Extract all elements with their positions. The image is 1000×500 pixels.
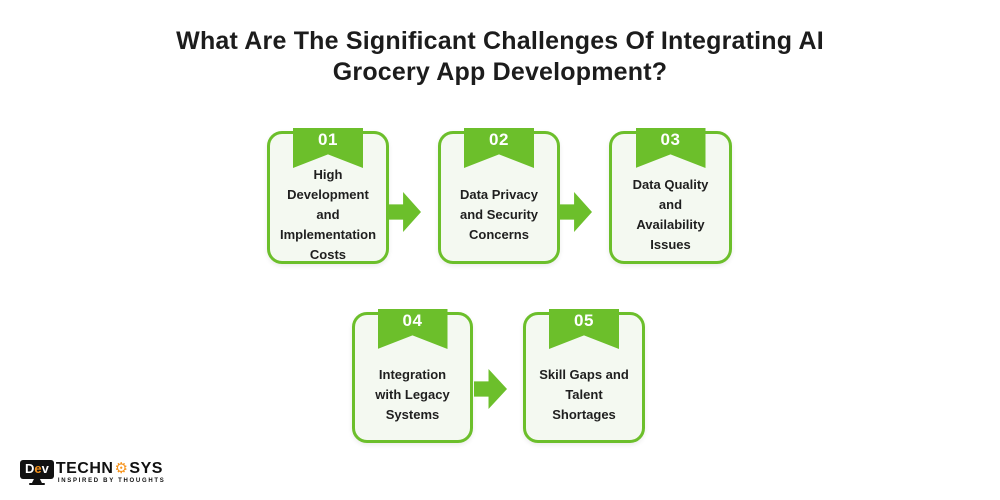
dev-technosys-logo: Dev TECHN⚙SYS INSPIRED BY THOUGHTS <box>20 460 165 485</box>
card-number: 02 <box>489 130 509 149</box>
challenge-card-02: 02 Data Privacy and Security Concerns <box>438 128 560 264</box>
card-label: Skill Gaps and Talent Shortages <box>539 366 629 422</box>
monitor-screen: Dev <box>20 460 54 479</box>
logo-letter: e <box>34 461 42 476</box>
card-number: 03 <box>660 130 681 149</box>
ribbon-badge: 01 <box>293 128 363 168</box>
card-number: 04 <box>402 311 423 330</box>
brand-tagline: INSPIRED BY THOUGHTS <box>57 478 166 484</box>
monitor-base <box>28 483 45 485</box>
ribbon-badge: 05 <box>549 309 619 349</box>
challenge-card-01: 01 High Development and Implementation C… <box>267 128 389 264</box>
brand-text-sys: SYS <box>129 460 163 477</box>
ribbon-badge: 04 <box>377 309 448 349</box>
ribbon-badge: 03 <box>635 128 706 168</box>
card-label: High Development and Implementation Cost… <box>279 166 377 262</box>
monitor-icon: Dev <box>20 460 54 485</box>
card-number: 01 <box>318 130 338 149</box>
card-label: Data Privacy and Security Concerns <box>459 186 539 242</box>
card-label: Data Quality and Availability Issues <box>632 176 709 252</box>
gear-icon: ⚙ <box>114 460 129 477</box>
challenge-card-05: 05 Skill Gaps and Talent Shortages <box>523 309 645 443</box>
logo-letter: D <box>25 461 35 476</box>
challenge-card-04: 04 Integration with Legacy Systems <box>352 309 473 443</box>
monitor-stand <box>31 479 42 483</box>
challenge-card-03: 03 Data Quality and Availability Issues <box>609 128 732 264</box>
brand-name: TECHN⚙SYS <box>56 460 166 477</box>
brand-text-techn: TECHN <box>55 460 114 477</box>
card-label: Integration with Legacy Systems <box>375 366 450 422</box>
logo-letter: v <box>41 461 49 476</box>
arrow-right-icon <box>389 192 421 232</box>
ribbon-badge: 02 <box>464 128 534 168</box>
arrow-right-icon <box>474 369 507 409</box>
card-number: 05 <box>574 311 594 330</box>
page-title: What Are The Significant Challenges Of I… <box>176 27 824 86</box>
arrow-right-icon <box>560 192 592 232</box>
